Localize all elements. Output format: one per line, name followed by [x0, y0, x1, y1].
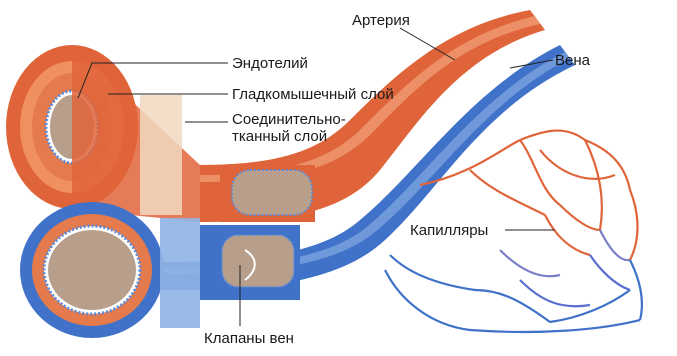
label-artery: Артерия — [352, 12, 410, 29]
label-endothelium: Эндотелий — [232, 55, 308, 72]
label-vein: Вена — [555, 52, 590, 69]
label-connective-tissue: Соединительно- тканный слой — [232, 111, 346, 145]
vein-cross-section — [20, 202, 300, 338]
label-capillaries: Капилляры — [410, 222, 488, 239]
label-vein-valves: Клапаны вен — [204, 330, 294, 347]
label-connective-line1: Соединительно- — [232, 111, 346, 128]
label-connective-line2: тканный слой — [232, 128, 346, 145]
label-smooth-muscle: Гладкомышечный слой — [232, 86, 394, 103]
